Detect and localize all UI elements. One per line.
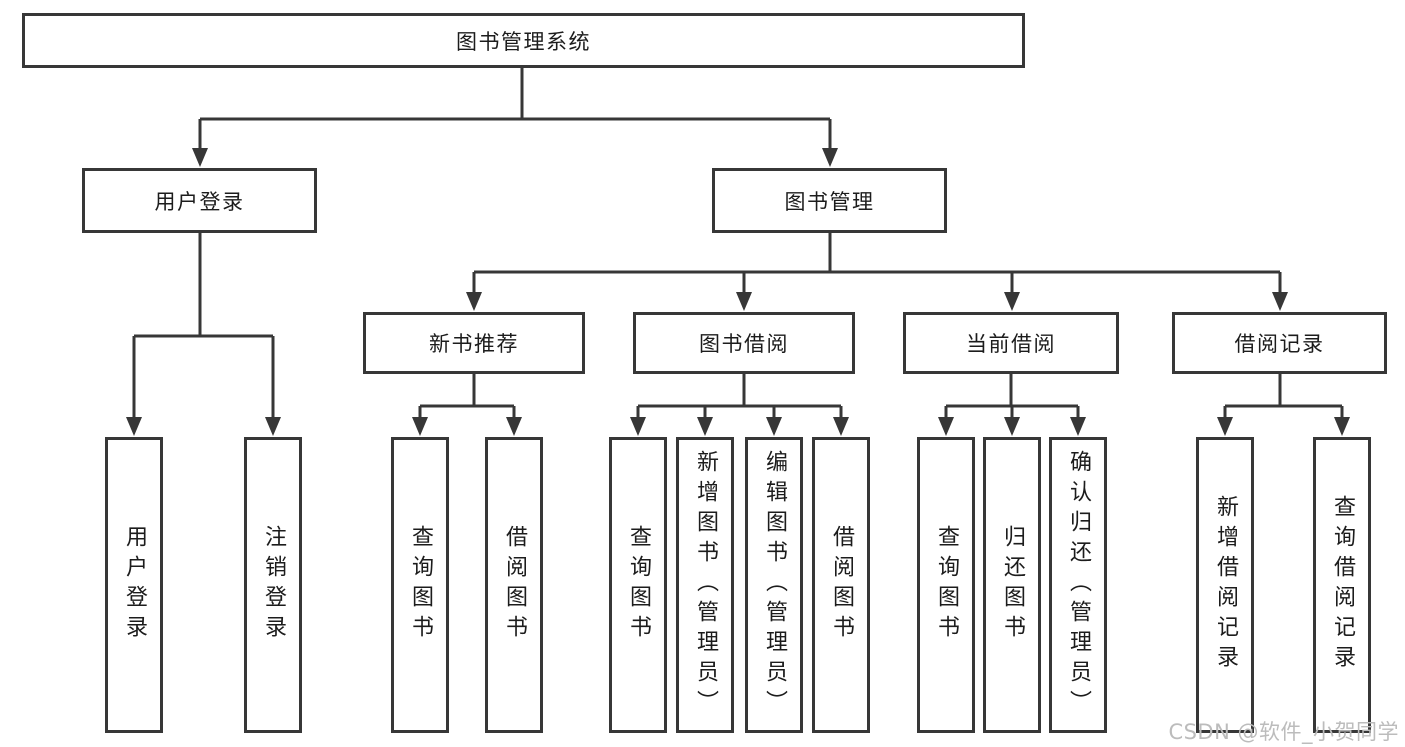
leaf-borrow-books-recommend: 借阅图书 <box>485 437 543 733</box>
leaf-query-books-recommend: 查询图书 <box>391 437 449 733</box>
arrowheads <box>126 148 1350 436</box>
node-book-borrowing: 图书借阅 <box>633 312 855 374</box>
node-user-login: 用户登录 <box>82 168 317 233</box>
node-current-borrowing: 当前借阅 <box>903 312 1119 374</box>
arrow-stems <box>132 119 1344 422</box>
leaf-confirm-return-admin: 确认归还（管理员） <box>1049 437 1107 733</box>
leaf-borrow-books: 借阅图书 <box>812 437 870 733</box>
node-new-book-recommendation: 新书推荐 <box>363 312 585 374</box>
csdn-watermark: CSDN @软件_小贺同学 <box>1168 720 1399 744</box>
trunk-lines <box>134 67 1342 408</box>
leaf-query-books-current: 查询图书 <box>917 437 975 733</box>
leaf-add-borrow-record: 新增借阅记录 <box>1196 437 1254 733</box>
leaf-edit-books-admin: 编辑图书（管理员） <box>745 437 803 733</box>
node-book-management: 图书管理 <box>712 168 947 233</box>
leaf-logout: 注销登录 <box>244 437 302 733</box>
node-library-management-system: 图书管理系统 <box>22 13 1025 68</box>
leaf-query-books-borrowing: 查询图书 <box>609 437 667 733</box>
leaf-return-books: 归还图书 <box>983 437 1041 733</box>
node-borrowing-records: 借阅记录 <box>1172 312 1387 374</box>
leaf-user-login: 用户登录 <box>105 437 163 733</box>
leaf-add-books-admin: 新增图书（管理员） <box>676 437 734 733</box>
leaf-query-borrow-record: 查询借阅记录 <box>1313 437 1371 733</box>
